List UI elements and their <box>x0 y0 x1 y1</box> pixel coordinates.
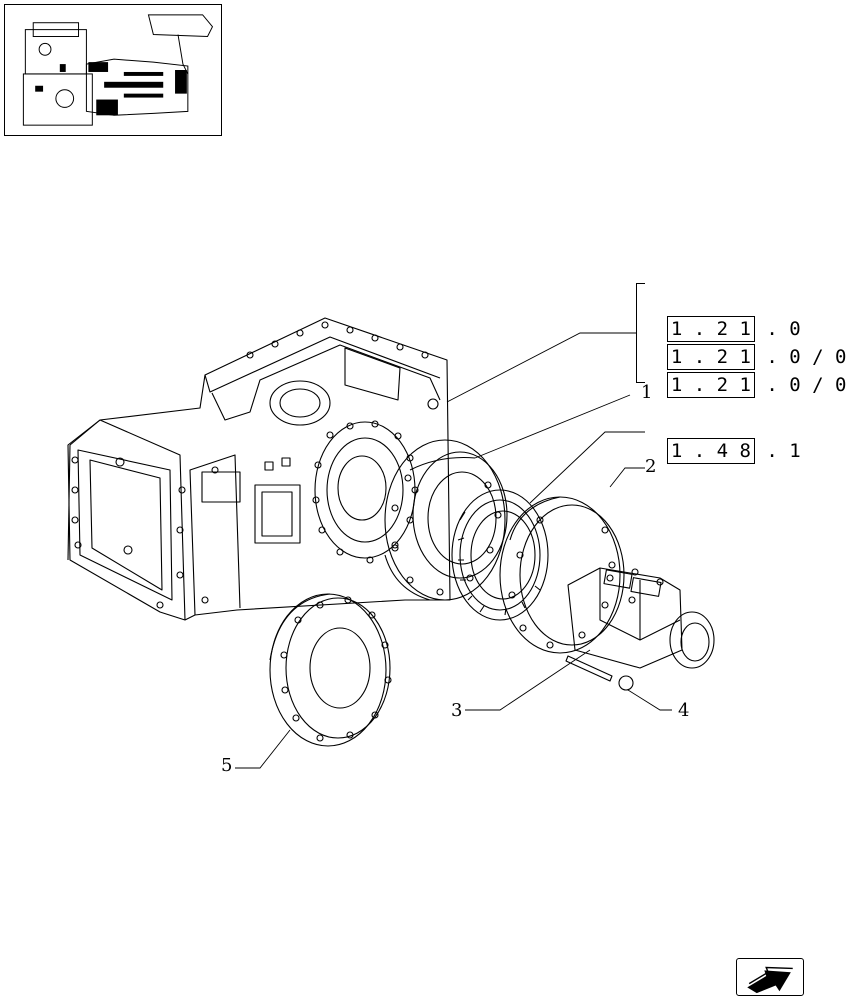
gear-ring <box>451 489 549 621</box>
callout-2: 2 <box>645 456 657 477</box>
reference-label[interactable]: 1 . 2 1 . 0 <box>644 292 801 342</box>
callout-3: 3 <box>451 700 463 721</box>
reference-label[interactable]: 1 . 2 1 . 0 / 0 <box>644 348 847 398</box>
part-2-flange-casing <box>499 496 715 669</box>
callout-5: 5 <box>221 755 233 776</box>
exploded-view-drawing <box>67 317 715 769</box>
part-4-plug <box>618 675 634 691</box>
part-5-cover-ring <box>269 593 392 747</box>
housing-bolts <box>71 321 439 609</box>
transmission-thumbnail-icon <box>22 14 214 126</box>
part-1-ring-housing <box>384 439 508 601</box>
transmission-housing <box>67 317 451 621</box>
callout-4: 4 <box>678 700 690 721</box>
reference-label[interactable]: 1 . 2 1 . 0 / 0 <box>644 320 847 370</box>
reference-label[interactable]: 1 . 4 8 . 1 <box>644 414 801 464</box>
leader-lines <box>235 332 672 769</box>
part-3-pin <box>565 655 613 682</box>
locator-thumbnail <box>4 4 222 136</box>
callout-1: 1 <box>641 382 653 403</box>
next-page-arrow-icon[interactable] <box>736 958 804 996</box>
reference-bracket <box>636 283 645 383</box>
